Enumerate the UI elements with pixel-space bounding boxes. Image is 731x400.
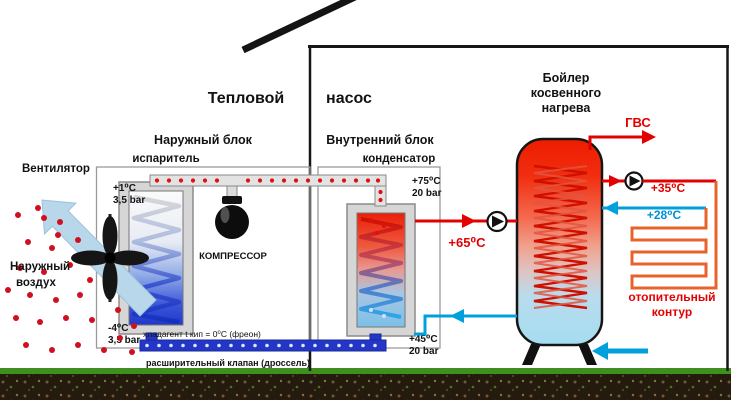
cond-temp-bottom: +45⁰C xyxy=(409,334,438,345)
heating-return-arrow-icon xyxy=(604,201,618,215)
gvs-arrow-icon xyxy=(642,130,656,144)
heating-coil xyxy=(630,181,718,290)
air-particles xyxy=(5,205,137,355)
ground-soil-texture xyxy=(0,373,731,400)
outside-air-label-2: воздух xyxy=(16,277,56,289)
title-part2: насос xyxy=(326,90,372,107)
evap-pressure-top: 3,5 bar xyxy=(113,195,145,206)
cond-temp-top: +75⁰C xyxy=(412,176,441,187)
house-roof xyxy=(241,0,357,54)
heating-circuit: +35⁰C +28⁰C отопительный контур xyxy=(602,171,718,319)
boiler-label-2: косвенного xyxy=(531,86,602,100)
refrigerant-pipe-label: хладагент t кип = 0⁰C (фреон) xyxy=(143,329,261,339)
condenser-label: конденсатор xyxy=(363,153,436,165)
title-part1: Тепловой xyxy=(208,90,285,107)
gvs-pipe xyxy=(588,135,642,150)
temp-condenser-out: +65⁰C xyxy=(448,235,486,250)
compressor-cap xyxy=(222,196,242,204)
expansion-valve-label: расширительный клапан (дроссель) xyxy=(146,358,310,368)
refrigerant-hot-pipe xyxy=(149,174,387,207)
return-flow-arrow-icon xyxy=(450,309,464,323)
boiler-leg-right xyxy=(578,344,597,365)
pump-icon-1 xyxy=(486,210,508,233)
condenser-refrigerant-dots xyxy=(369,218,386,318)
boiler: Бойлер косвенного нагрева xyxy=(515,71,604,365)
heating-circuit-label-2: контур xyxy=(652,305,692,319)
fan-label: Вентилятор xyxy=(22,163,90,175)
compressor: КОМПРЕССОР xyxy=(199,185,268,262)
ground-grass xyxy=(0,368,731,374)
temp-heating-supply: +35⁰C xyxy=(651,181,686,195)
air-flow: Вентилятор Наружный воздух xyxy=(5,163,157,355)
temp-heating-return: +28⁰C xyxy=(647,208,682,222)
heating-circuit-label-1: отопительный xyxy=(628,290,715,304)
cold-pipe-horizontal xyxy=(139,339,387,352)
boiler-leg-left xyxy=(522,344,541,365)
cold-pipe-dots xyxy=(145,343,377,348)
pump-icon-2 xyxy=(624,171,644,191)
boiler-coil-back xyxy=(533,165,588,309)
outside-air-label-1: Наружный xyxy=(10,261,70,273)
outdoor-unit-label: Наружный блок xyxy=(154,133,253,147)
compressor-label: КОМПРЕССОР xyxy=(199,251,267,262)
fan-icon xyxy=(71,214,149,302)
boiler-label-3: нагрева xyxy=(542,101,592,115)
boiler-label-1: Бойлер xyxy=(543,71,590,85)
evaporator-label: испаритель xyxy=(132,153,199,165)
indoor-unit: Внутренний блок конденсатор +75⁰C 20 bar… xyxy=(317,133,442,357)
heating-supply-arrow-icon xyxy=(609,175,622,187)
water-circuit: +65⁰C ГВС xyxy=(414,115,656,360)
hot-pipe-drop xyxy=(374,185,387,207)
supply-flow-arrow-icon xyxy=(462,214,476,228)
refrigerant-cold-pipe: хладагент t кип = 0⁰C (фреон) расширител… xyxy=(139,329,387,368)
condenser-coil xyxy=(359,217,403,319)
ground xyxy=(0,368,731,400)
evaporator-coil xyxy=(131,194,182,325)
cond-pressure-bottom: 20 bar xyxy=(409,346,439,357)
evap-temp-top: +1⁰C xyxy=(113,183,136,194)
hot-pipe-dots xyxy=(154,178,383,203)
cond-pressure-top: 20 bar xyxy=(412,188,442,199)
compressor-highlight xyxy=(220,207,230,223)
cold-inlet-arrow-icon xyxy=(592,342,608,360)
gvs-label: ГВС xyxy=(625,115,651,130)
indoor-unit-label: Внутренний блок xyxy=(326,133,434,147)
hot-pipe-horizontal xyxy=(149,174,387,187)
evap-pressure-bottom: 3,5 bar xyxy=(108,335,140,346)
evap-temp-bottom: -4⁰C xyxy=(108,323,129,334)
return-line-boiler-condenser xyxy=(414,314,517,336)
compressor-body xyxy=(215,205,249,239)
